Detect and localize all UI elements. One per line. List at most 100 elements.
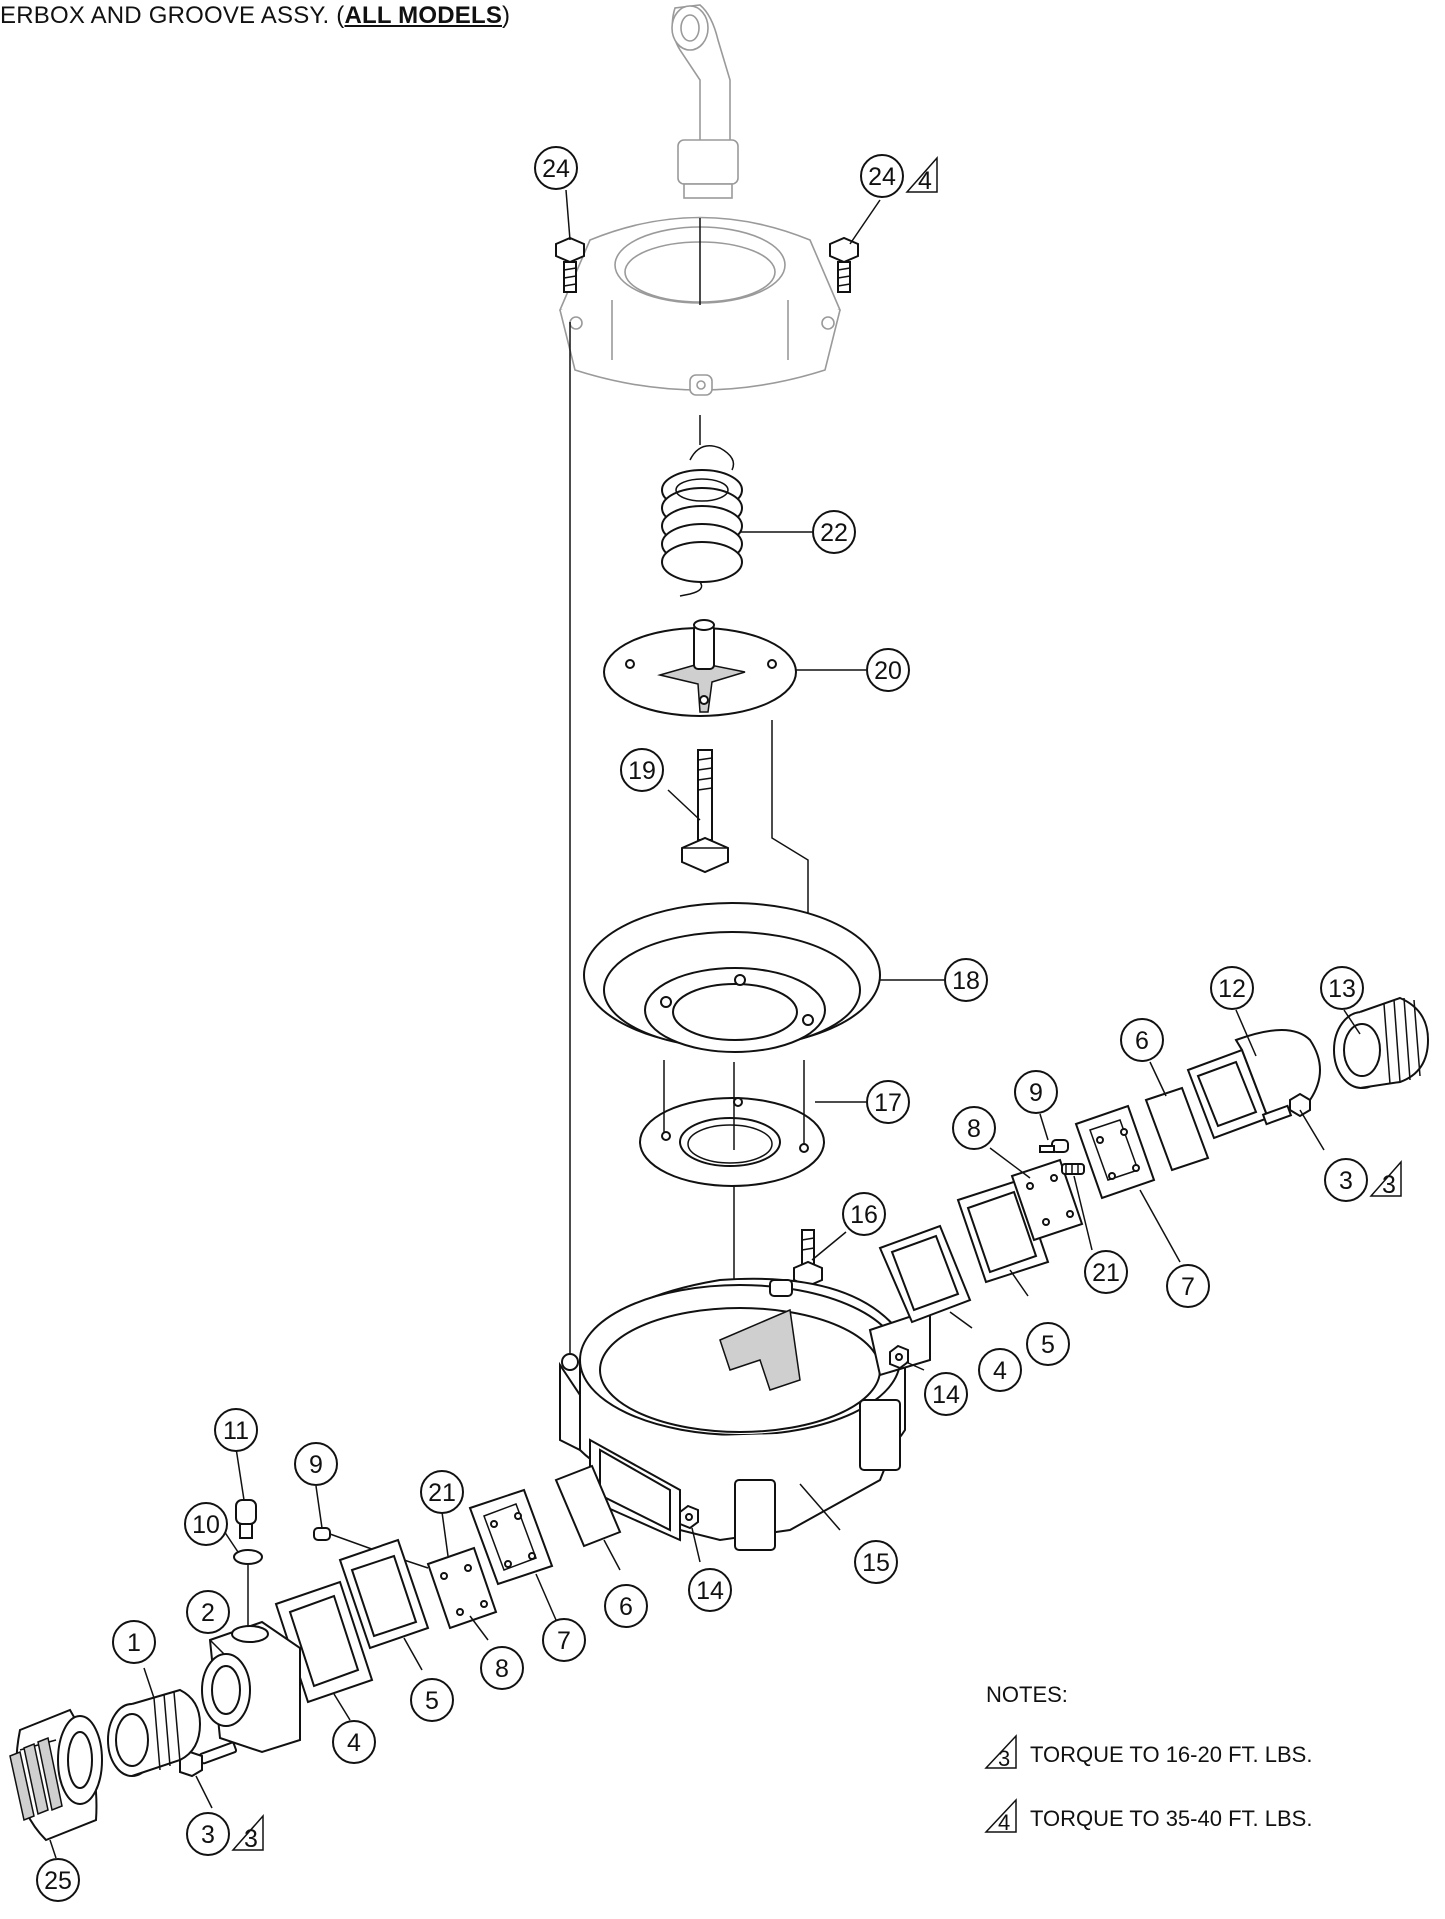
- callout-circle: [842, 1192, 886, 1236]
- screw-21-right: [1061, 1163, 1085, 1175]
- callout-circle: [480, 1646, 524, 1690]
- callout-circle: [186, 1812, 230, 1856]
- callout-label: 9: [309, 1451, 323, 1479]
- callout-circle: [294, 1442, 338, 1486]
- callout-label: 20: [874, 657, 902, 685]
- title-suffix: ): [502, 2, 511, 29]
- callout-label: 21: [428, 1479, 456, 1507]
- note-ref: 4: [998, 1810, 1010, 1835]
- callout-label: 4: [347, 1729, 361, 1757]
- plug-11: [235, 1499, 257, 1539]
- callout-5: 5: [410, 1678, 454, 1722]
- note-ref-label: 3: [244, 1825, 258, 1853]
- gasket-4-right: [878, 1224, 972, 1324]
- callout-1: 1: [112, 1620, 156, 1664]
- bolt-3-left: [179, 1741, 238, 1778]
- callout-circle: [186, 1590, 230, 1634]
- callout-17: 17: [866, 1080, 910, 1124]
- callout-6: 6: [604, 1584, 648, 1628]
- note-triangle-icon: [905, 156, 938, 193]
- callout-12: 12: [1210, 966, 1254, 1010]
- callout-14: 14: [924, 1372, 968, 1416]
- callout-6: 6: [1120, 1018, 1164, 1062]
- callout-label: 25: [44, 1867, 72, 1895]
- callout-11: 11: [214, 1408, 258, 1452]
- callout-7: 7: [542, 1618, 586, 1662]
- diagram-title: ERBOX AND GROOVE ASSY. (ALL MODELS): [0, 2, 510, 30]
- callout-circle: [1014, 1070, 1058, 1114]
- callout-label: 8: [967, 1115, 981, 1143]
- callout-label: 12: [1218, 975, 1246, 1003]
- callout-circle: [1166, 1264, 1210, 1308]
- callout-circle: [978, 1348, 1022, 1392]
- callout-circle: [854, 1540, 898, 1584]
- callout-circle: [1324, 1158, 1368, 1202]
- callout-circle: [620, 748, 664, 792]
- note-ref-label: 4: [918, 167, 932, 195]
- callout-label: 7: [1181, 1273, 1195, 1301]
- callout-24: 24: [534, 146, 578, 190]
- callout-label: 5: [1041, 1331, 1055, 1359]
- callout-circle: [604, 1584, 648, 1628]
- nipple-1: [107, 1688, 202, 1777]
- note-triangle-icon: [231, 1814, 264, 1851]
- ghost-motor-ring: [558, 216, 842, 396]
- callout-10: 10: [184, 1502, 228, 1546]
- callout-2: 2: [186, 1590, 230, 1634]
- callout-16: 16: [842, 1192, 886, 1236]
- notes-heading: NOTES:: [986, 1682, 1068, 1707]
- callout-label: 24: [542, 155, 570, 183]
- callout-circle: [420, 1470, 464, 1514]
- callout-label: 3: [1339, 1167, 1353, 1195]
- callout-15: 15: [854, 1540, 898, 1584]
- callout-circle: [1320, 966, 1364, 1010]
- callout-circle: [36, 1858, 80, 1902]
- callout-label: 16: [850, 1201, 878, 1229]
- plate-8-left: [426, 1546, 498, 1630]
- callout-label: 21: [1092, 1259, 1120, 1287]
- callout-label: 24: [868, 163, 896, 191]
- bolt-3-right: [1261, 1092, 1311, 1126]
- callout-circle: [924, 1372, 968, 1416]
- strainer-25: [9, 1708, 103, 1842]
- note-triangle-icon: [984, 1798, 1017, 1833]
- bolt-24-right: [829, 236, 859, 293]
- callout-circle: [812, 510, 856, 554]
- note-item-3: 3 TORQUE TO 16-20 FT. LBS.: [984, 1734, 1312, 1771]
- notes-block: NOTES: 3 TORQUE TO 16-20 FT. LBS. 4 TORQ…: [984, 1682, 1312, 1835]
- note-text: TORQUE TO 16-20 FT. LBS.: [1030, 1742, 1312, 1767]
- note-triangle-icon: [1369, 1160, 1402, 1197]
- plate-20: [603, 619, 797, 717]
- callout-label: 15: [862, 1549, 890, 1577]
- callout-circle: [866, 1080, 910, 1124]
- title-prefix: ERBOX AND GROOVE ASSY. (: [0, 2, 345, 29]
- callout-label: 2: [201, 1599, 215, 1627]
- callout-22: 22: [812, 510, 856, 554]
- callout-circle: [1120, 1018, 1164, 1062]
- housing-15: [559, 1277, 931, 1551]
- flange-5-left: [338, 1538, 430, 1650]
- note-ref-label: 3: [1382, 1171, 1396, 1199]
- callout-circle: [1084, 1250, 1128, 1294]
- callout-8: 8: [480, 1646, 524, 1690]
- tee-body-2: [201, 1620, 301, 1754]
- plate-8-right: [1010, 1158, 1084, 1242]
- note-item-4: 4 TORQUE TO 35-40 FT. LBS.: [984, 1798, 1312, 1835]
- oring-10: [233, 1549, 263, 1565]
- spring-22: [661, 445, 743, 597]
- screw-9-right: [1039, 1139, 1069, 1153]
- callout-label: 1: [127, 1629, 141, 1657]
- nipple-13: [1333, 996, 1430, 1089]
- callout-circle: [332, 1720, 376, 1764]
- flap-valve-7-right: [1074, 1104, 1156, 1200]
- callout-label: 19: [628, 757, 656, 785]
- callout-label: 11: [223, 1417, 249, 1445]
- callout-24: 24 4: [860, 154, 938, 198]
- callout-circle: [860, 154, 904, 198]
- nut-14-left: [679, 1504, 699, 1530]
- callout-9: 9: [294, 1442, 338, 1486]
- adapter-12: [1186, 1029, 1321, 1140]
